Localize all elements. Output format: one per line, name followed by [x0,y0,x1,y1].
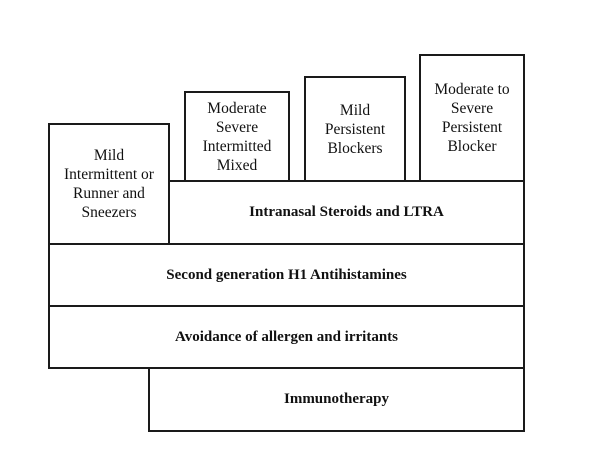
treatment-immunotherapy: Immunotherapy [148,367,525,432]
category-line: Severe [450,100,494,117]
category-line: Moderate [207,99,267,117]
treatment-label: Immunotherapy [283,391,389,407]
category-line: Mild [339,101,371,119]
category-line: Intermitted [202,137,272,155]
category-moderate-severe-intermittent: Moderate Severe Intermitted Mixed [184,91,290,182]
treatment-label: Second generation H1 Antihistamines [166,266,407,283]
category-line: Persistent [324,120,386,138]
treatment-second-gen-antihistamines: Second generation H1 Antihistamines [48,243,525,307]
category-line: Blocker [447,138,497,155]
treatment-avoidance: Avoidance of allergen and irritants [48,305,525,369]
treatment-intranasal-steroids-ltra: Intranasal Steroids and LTRA [168,180,525,245]
category-line: Mixed [216,156,258,174]
category-mild-intermittent: Mild Intermittent or Runner and Sneezers [48,123,170,245]
category-line: Intermittent or [64,166,154,183]
category-moderate-severe-persistent: Moderate to Severe Persistent Blocker [419,54,525,182]
treatment-label: Avoidance of allergen and irritants [174,328,399,345]
category-line: Moderate to [434,81,510,98]
category-line: Runner and [73,185,145,202]
category-mild-persistent: Mild Persistent Blockers [304,76,406,182]
treatment-label: Intranasal Steroids and LTRA [249,204,444,220]
category-line: Mild [93,147,125,164]
category-line: Persistent [441,119,503,136]
category-line: Blockers [327,139,383,157]
category-line: Severe [215,118,259,136]
category-line: Sneezers [81,204,137,221]
